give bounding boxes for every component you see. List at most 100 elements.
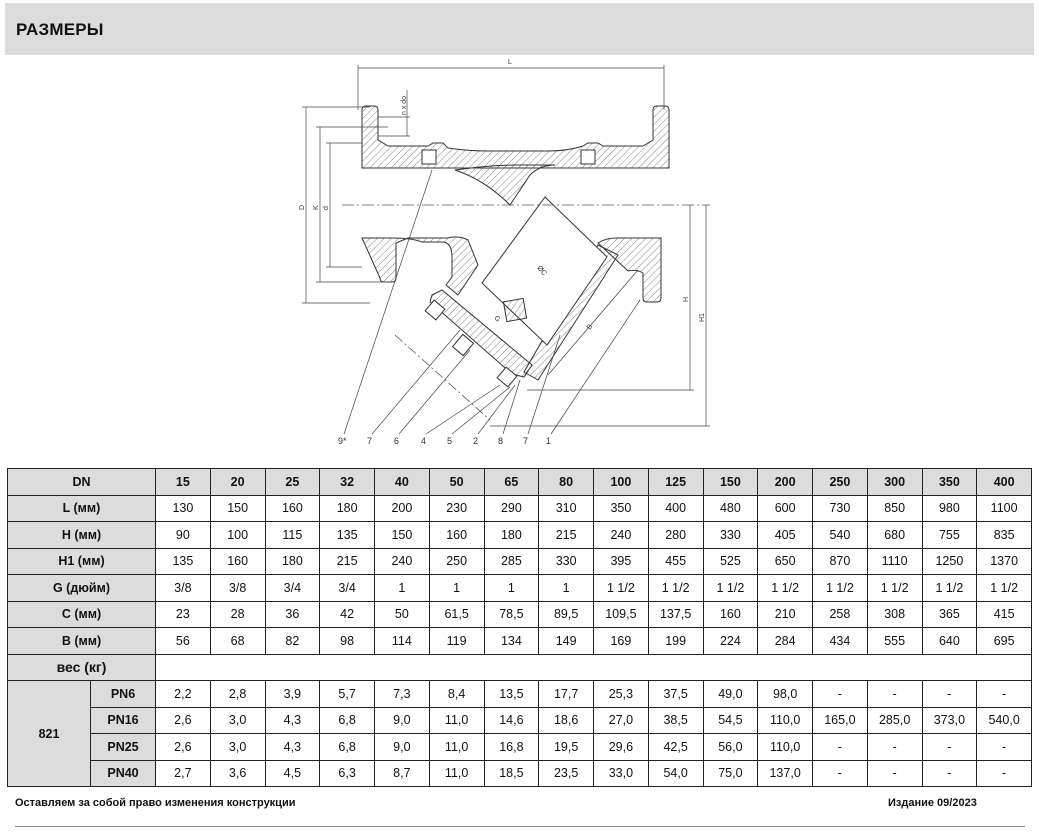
- dim-L: L: [508, 59, 512, 66]
- table-cell: 600: [757, 494, 813, 522]
- footer-note: Оставляем за собой право изменения конст…: [15, 797, 296, 809]
- table-cell: 870: [812, 547, 868, 575]
- table-cell: 330: [702, 521, 759, 549]
- weight-cell: 3,0: [209, 706, 266, 734]
- cover-flange: [429, 289, 533, 378]
- table-cell: 525: [702, 547, 759, 575]
- table-cell: 90: [155, 521, 211, 549]
- weight-cell: 13,5: [483, 680, 540, 708]
- table-cell: 28: [209, 600, 266, 628]
- table-cell: 160: [428, 521, 485, 549]
- header-dn-400: 400: [976, 468, 1032, 496]
- table-cell: 215: [319, 547, 375, 575]
- weight-cell: 2,7: [155, 759, 211, 787]
- table-cell: 680: [866, 521, 923, 549]
- weight-cell: 16,8: [483, 733, 540, 761]
- header-dn-label: DN: [7, 468, 156, 496]
- table-cell: 230: [428, 494, 485, 522]
- table-cell: 400: [647, 494, 704, 522]
- table-cell: 150: [374, 521, 430, 549]
- table-cell: 280: [647, 521, 704, 549]
- table-cell: 78,5: [483, 600, 540, 628]
- header-dn-125: 125: [647, 468, 704, 496]
- weight-cell: 56,0: [702, 733, 759, 761]
- callout-label: 8: [498, 436, 503, 446]
- bolt-2: [496, 366, 518, 388]
- weight-cell: 42,5: [647, 733, 704, 761]
- weight-cell: 6,8: [319, 733, 375, 761]
- table-cell: 36: [264, 600, 321, 628]
- dim-G: G: [492, 315, 501, 324]
- table-cell: 1 1/2: [976, 574, 1032, 602]
- weight-cell: 137,0: [757, 759, 813, 787]
- table-cell: 1100: [976, 494, 1032, 522]
- section-title: РАЗМЕРЫ: [16, 20, 104, 39]
- table-cell: 160: [264, 494, 321, 522]
- table-cell: 210: [757, 600, 813, 628]
- dim-H: H: [683, 297, 690, 302]
- table-cell: 23: [155, 600, 211, 628]
- weight-cell: 27,0: [593, 706, 649, 734]
- table-cell: 135: [319, 521, 375, 549]
- left-flange: [361, 105, 670, 169]
- weight-cell: 110,0: [757, 733, 813, 761]
- row-label: H (мм): [7, 521, 156, 549]
- table-cell: 695: [976, 627, 1032, 655]
- header-dn-350: 350: [921, 468, 978, 496]
- dim-B: B: [586, 323, 595, 331]
- weight-cell: 29,6: [593, 733, 649, 761]
- table-cell: 330: [538, 547, 594, 575]
- weight-cell: 18,6: [538, 706, 594, 734]
- table-cell: 1250: [921, 547, 978, 575]
- pn-label: PN6: [90, 680, 156, 708]
- table-cell: 137,5: [647, 600, 704, 628]
- pn-label: PN40: [90, 759, 156, 787]
- weight-cell: 98,0: [757, 680, 813, 708]
- weight-cell: 8,4: [428, 680, 485, 708]
- table-cell: 169: [593, 627, 649, 655]
- weight-cell: 8,7: [374, 759, 430, 787]
- model-label: 821: [7, 680, 91, 787]
- header-dn-100: 100: [593, 468, 649, 496]
- callout-label: 2: [473, 436, 478, 446]
- header-dn-80: 80: [538, 468, 594, 496]
- weight-cell: -: [921, 680, 978, 708]
- dim-K: K: [313, 205, 320, 210]
- table-cell: 285: [483, 547, 540, 575]
- table-cell: 115: [264, 521, 321, 549]
- weight-cell: 2,6: [155, 733, 211, 761]
- table-cell: 180: [264, 547, 321, 575]
- table-cell: 42: [319, 600, 375, 628]
- footer-edition: Издание 09/2023: [888, 797, 977, 809]
- table-cell: 835: [976, 521, 1032, 549]
- table-cell: 89,5: [538, 600, 594, 628]
- table-cell: 455: [647, 547, 704, 575]
- weight-cell: -: [921, 733, 978, 761]
- table-cell: 540: [812, 521, 868, 549]
- callout-label: 6: [394, 436, 399, 446]
- table-cell: 180: [319, 494, 375, 522]
- pn-label: PN16: [90, 706, 156, 734]
- table-cell: 980: [921, 494, 978, 522]
- weight-cell: 4,3: [264, 706, 321, 734]
- weight-cell: 33,0: [593, 759, 649, 787]
- dim-D: D: [299, 205, 306, 210]
- row-label: C (мм): [7, 600, 156, 628]
- table-cell: 755: [921, 521, 978, 549]
- table-cell: 135: [155, 547, 211, 575]
- body-center: [454, 164, 556, 206]
- table-cell: 130: [155, 494, 211, 522]
- weight-cell: -: [921, 759, 978, 787]
- weight-cell: 2,2: [155, 680, 211, 708]
- table-cell: 200: [374, 494, 430, 522]
- weight-cell: 6,3: [319, 759, 375, 787]
- table-cell: 850: [866, 494, 923, 522]
- table-cell: 1: [538, 574, 594, 602]
- plug-top-right: [580, 149, 596, 165]
- table-cell: 3/8: [155, 574, 211, 602]
- weight-cell: 373,0: [921, 706, 978, 734]
